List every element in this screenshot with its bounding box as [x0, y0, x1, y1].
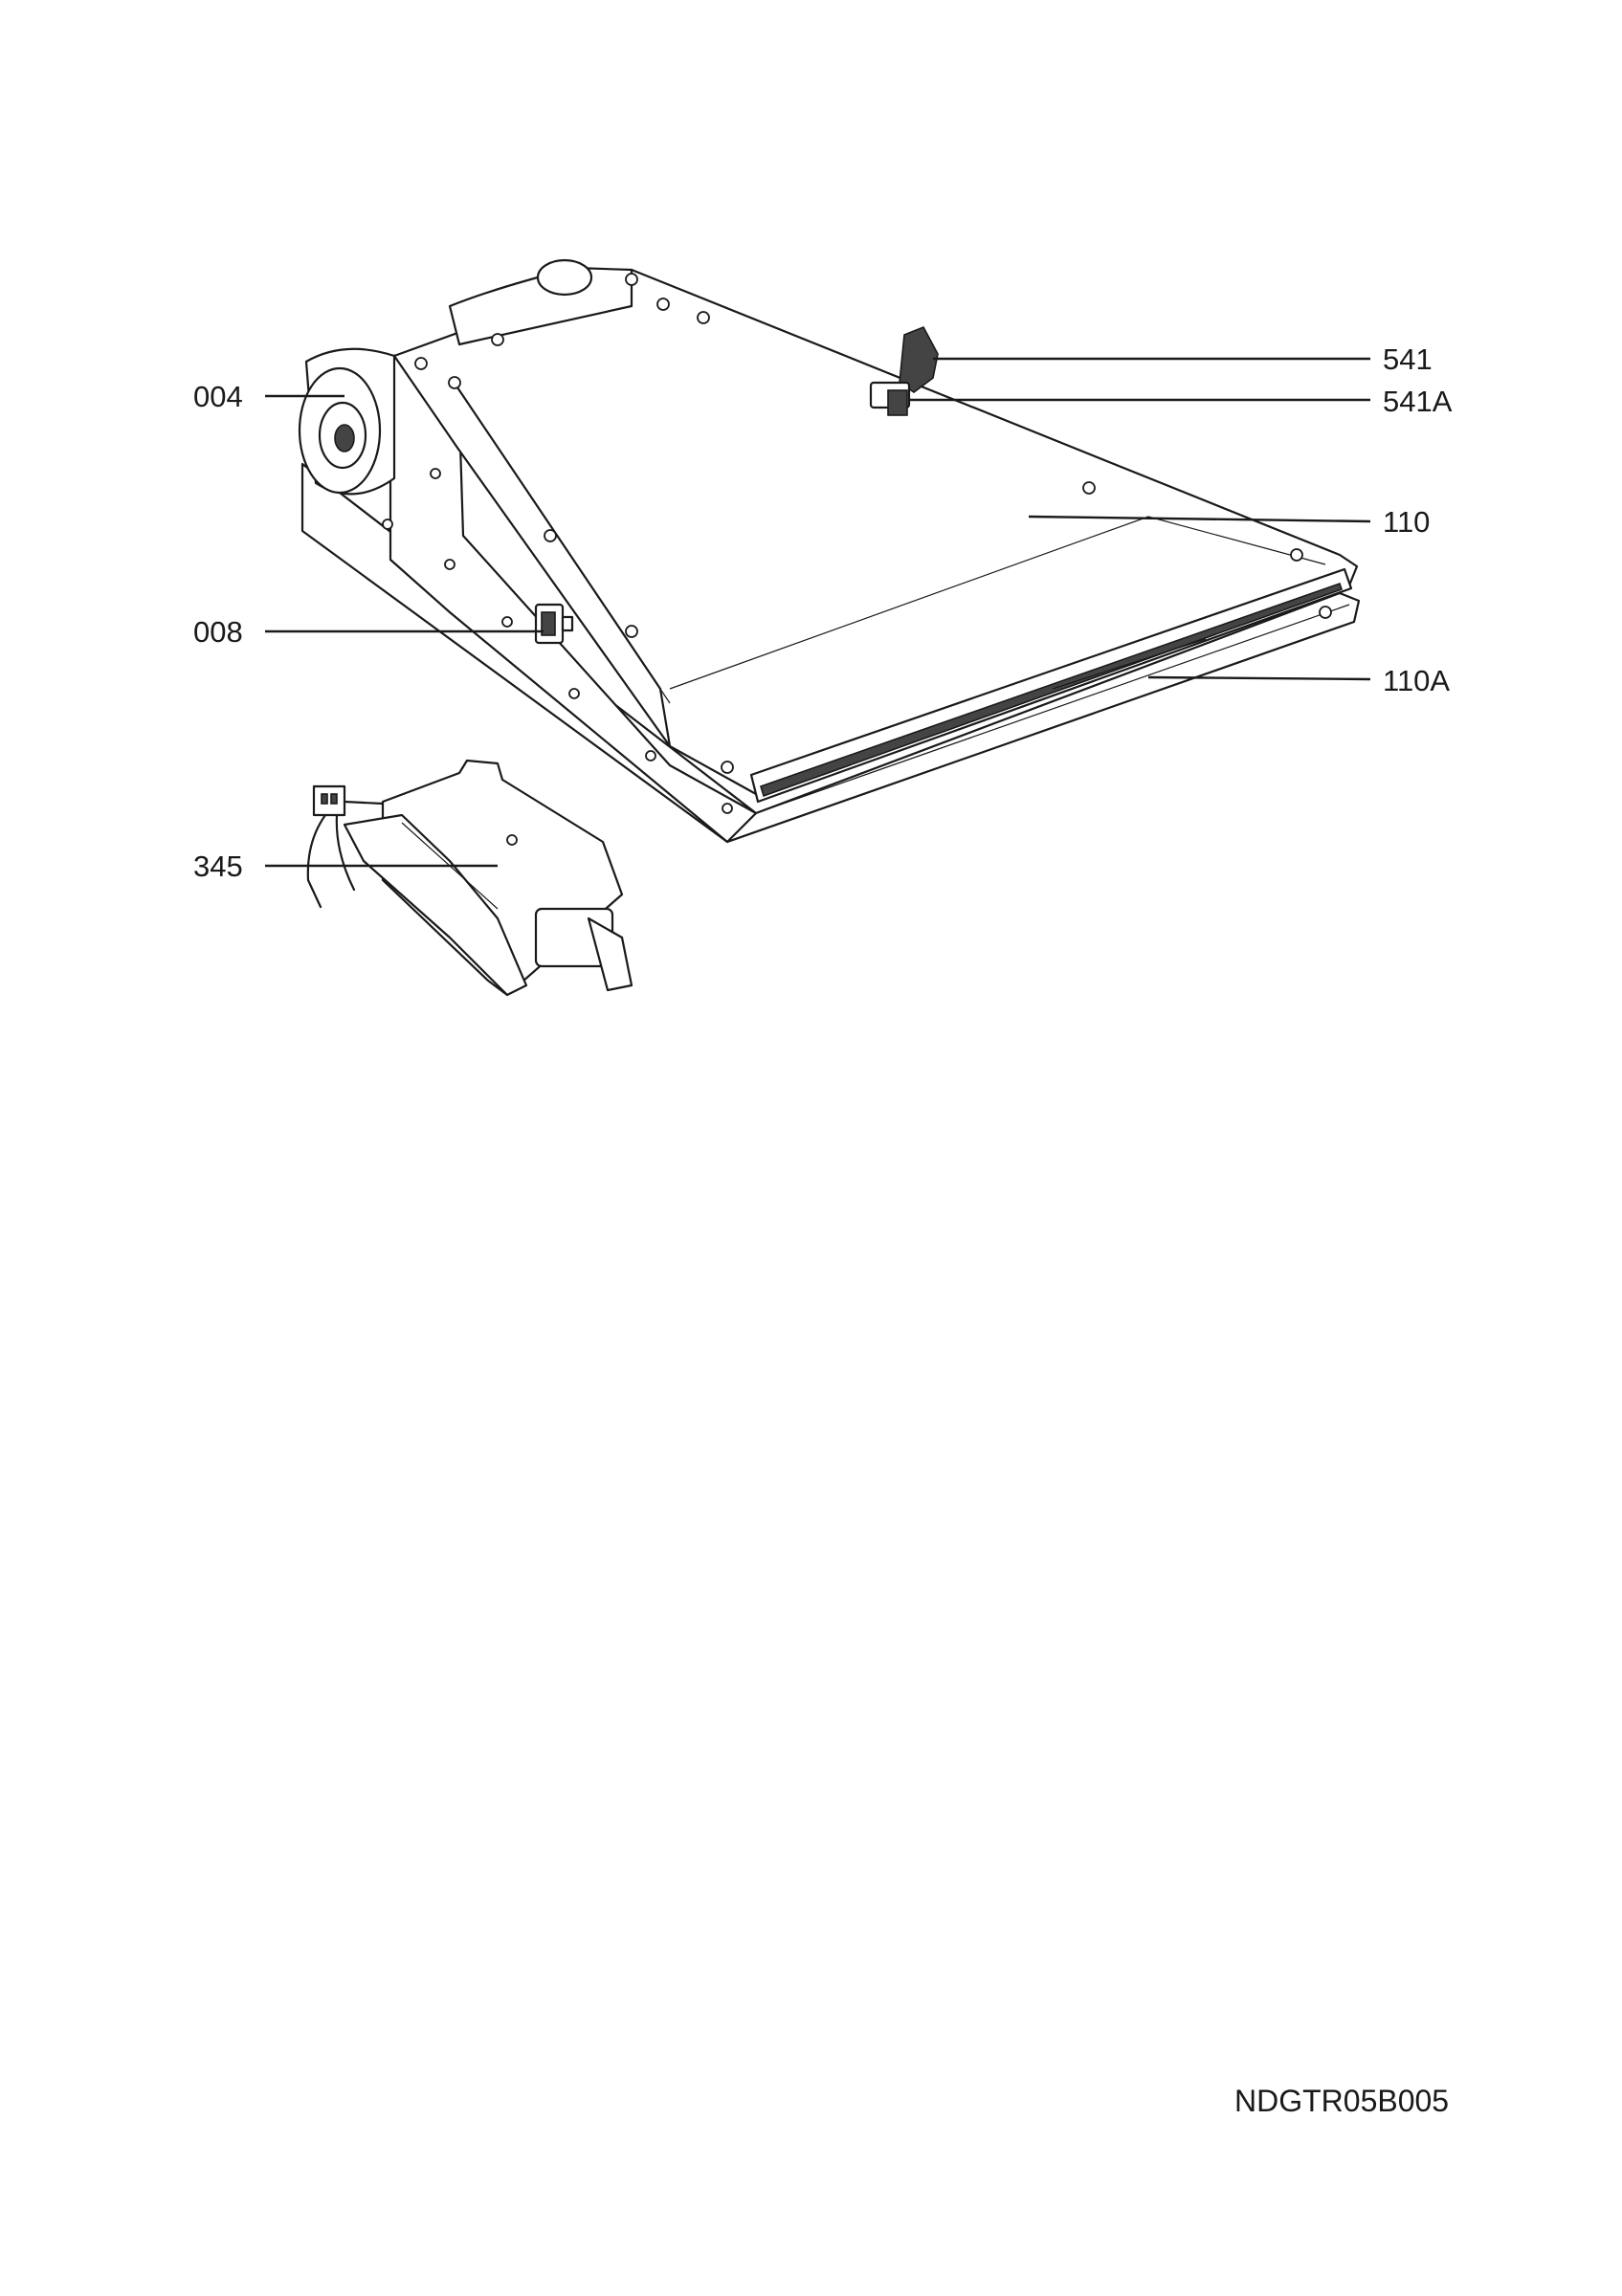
thermostat-switch [534, 603, 574, 645]
leader-110A [1147, 675, 1371, 681]
switch-assembly [306, 759, 633, 997]
callout-541: 541 [1383, 342, 1433, 376]
motor-cap [536, 258, 593, 297]
callout-345: 345 [193, 850, 243, 883]
cable-clamp [869, 325, 939, 416]
callout-004: 004 [193, 380, 243, 413]
callout-leaders [265, 357, 1371, 868]
cover-edge [669, 516, 1326, 690]
element-strip [760, 582, 1344, 798]
fan-housing [298, 347, 396, 496]
callout-008: 008 [193, 615, 243, 649]
top-cover-panel [392, 268, 1359, 796]
lower-strip-2 [1052, 638, 1207, 690]
callout-labels: 004 008 345 541 541A 110 110A [193, 342, 1453, 883]
leader-110 [1028, 515, 1371, 523]
callout-110A: 110A [1383, 664, 1450, 697]
lower-strip [755, 604, 1350, 814]
callout-110: 110 [1383, 505, 1430, 539]
bolt-set [382, 273, 1332, 814]
heater-housing-assembly [298, 258, 1361, 844]
drawing-code: NDGTR05B005 [1234, 2084, 1450, 2118]
callout-541A: 541A [1383, 385, 1453, 418]
side-rib-2 [466, 401, 671, 704]
